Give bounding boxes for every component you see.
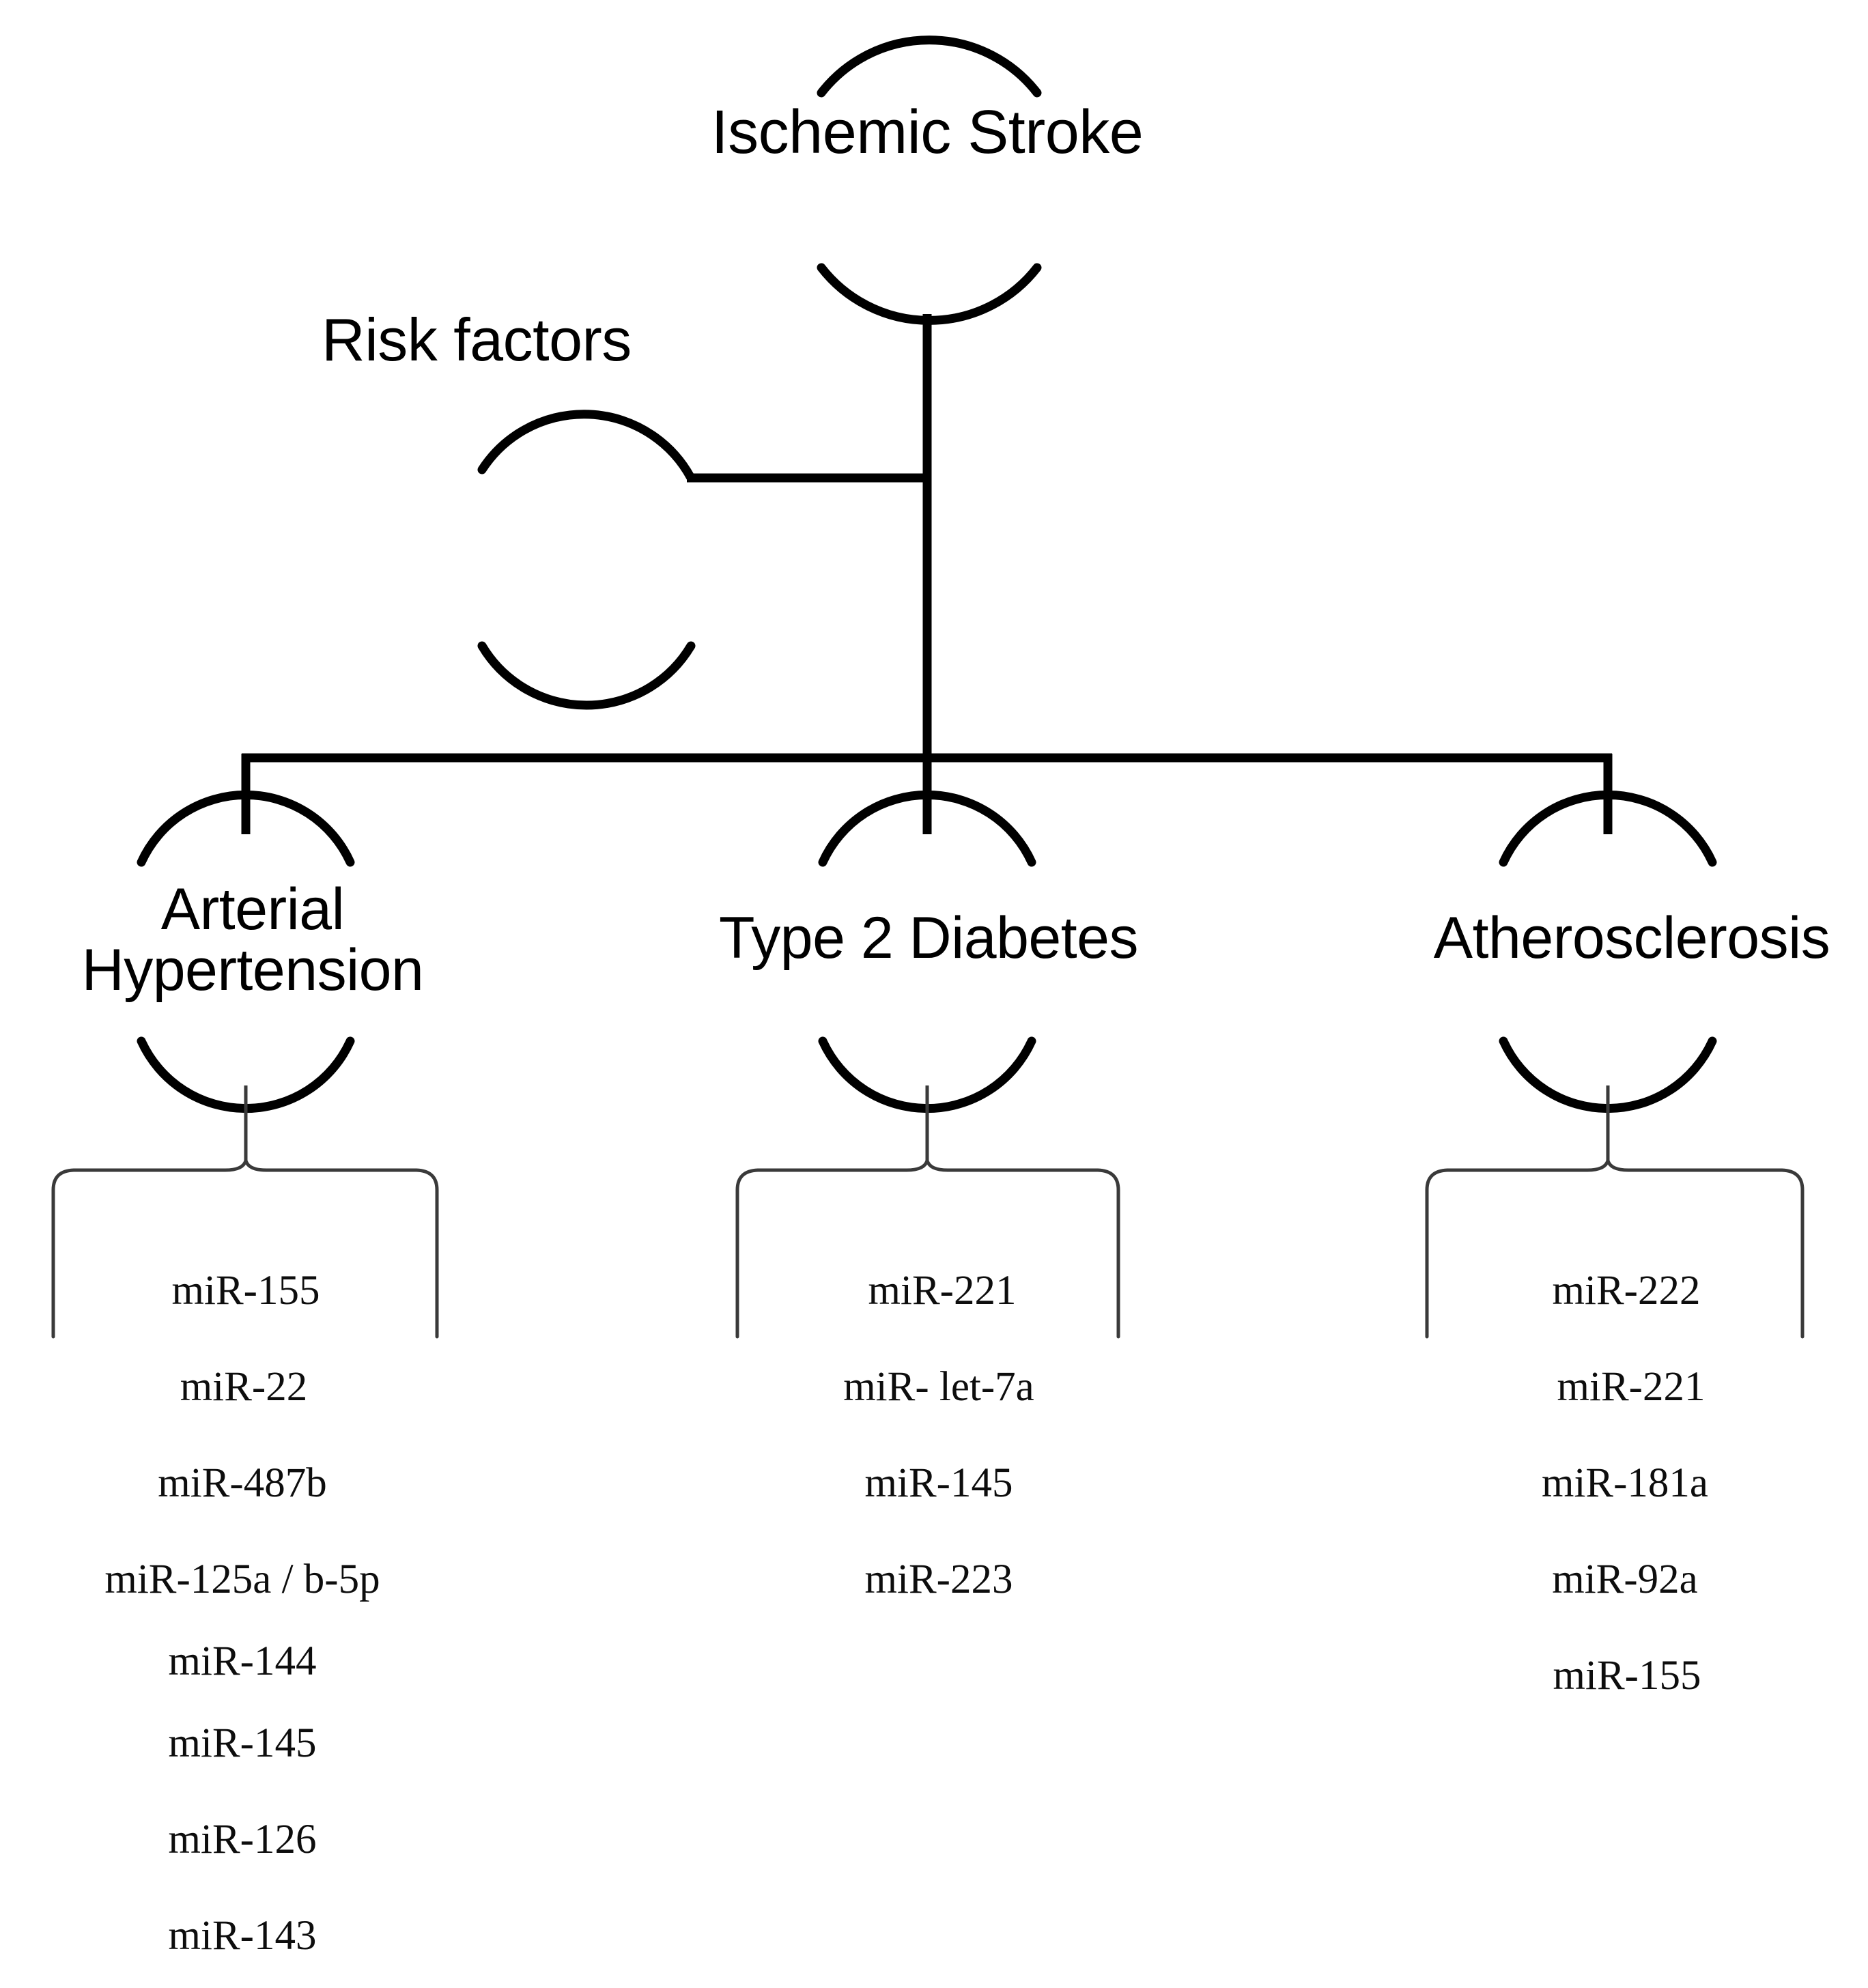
node-label-arterial-hypertension: Arterial Hypertension [81,877,424,1004]
mirna-item: miR-221 [1557,1364,1706,1410]
mirna-item: miR-155 [1553,1653,1701,1699]
mirna-item: miR-221 [868,1268,1017,1314]
root-node-top-arc [817,36,1042,98]
mirna-list-type-2-diabetes: miR-221 miR- let-7a miR-145 miR-223 [720,1270,1157,1655]
node-label-ischemic-stroke: Ischemic Stroke [711,98,1144,167]
mirna-item: miR-126 [168,1817,317,1862]
branch-node-atherosclerosis-top-arc [1499,790,1717,867]
branch-node-type-2-diabetes-top-arc [818,790,1036,867]
mirna-item: miR-145 [864,1460,1013,1506]
node-label-atherosclerosis: Atherosclerosis [1433,905,1830,971]
mirna-item: miR-144 [168,1638,317,1684]
mirna-item: miR-155 [171,1268,320,1314]
mirna-item: miR-223 [864,1557,1013,1602]
mirna-item: miR-22 [180,1364,308,1410]
mirna-item: miR-487b [158,1460,327,1506]
mirna-item: miR-181a [1542,1460,1708,1506]
branch-node-arterial-hypertension-top-arc [137,790,355,867]
node-label-risk-factors: Risk factors [322,306,632,373]
root-node-bottom-arc [817,263,1042,325]
mirna-list-atherosclerosis: miR-222 miR-221 miR-181a miR-92a miR-155 [1406,1270,1843,1751]
mirna-item: miR-125a / b-5p [104,1557,380,1602]
brace-atherosclerosis [1425,1159,1805,1339]
brace-type-2-diabetes [735,1159,1120,1339]
mirna-item: miR-143 [168,1913,317,1959]
mirna-item: miR-222 [1552,1268,1701,1314]
mirna-item: miR- let-7a [843,1364,1034,1410]
mirna-item: miR-92a [1552,1557,1698,1602]
brace-arterial-hypertension [51,1159,439,1339]
risk-node-top-arc [477,410,696,483]
mirna-list-arterial-hypertension: miR-155 miR-22 miR-487b miR-125a / b-5p miR-… [24,1270,461,1988]
node-label-type-2-diabetes: Type 2 Diabetes [719,905,1138,971]
mirna-item: miR-145 [168,1720,317,1766]
risk-node-bottom-arc [477,641,696,710]
